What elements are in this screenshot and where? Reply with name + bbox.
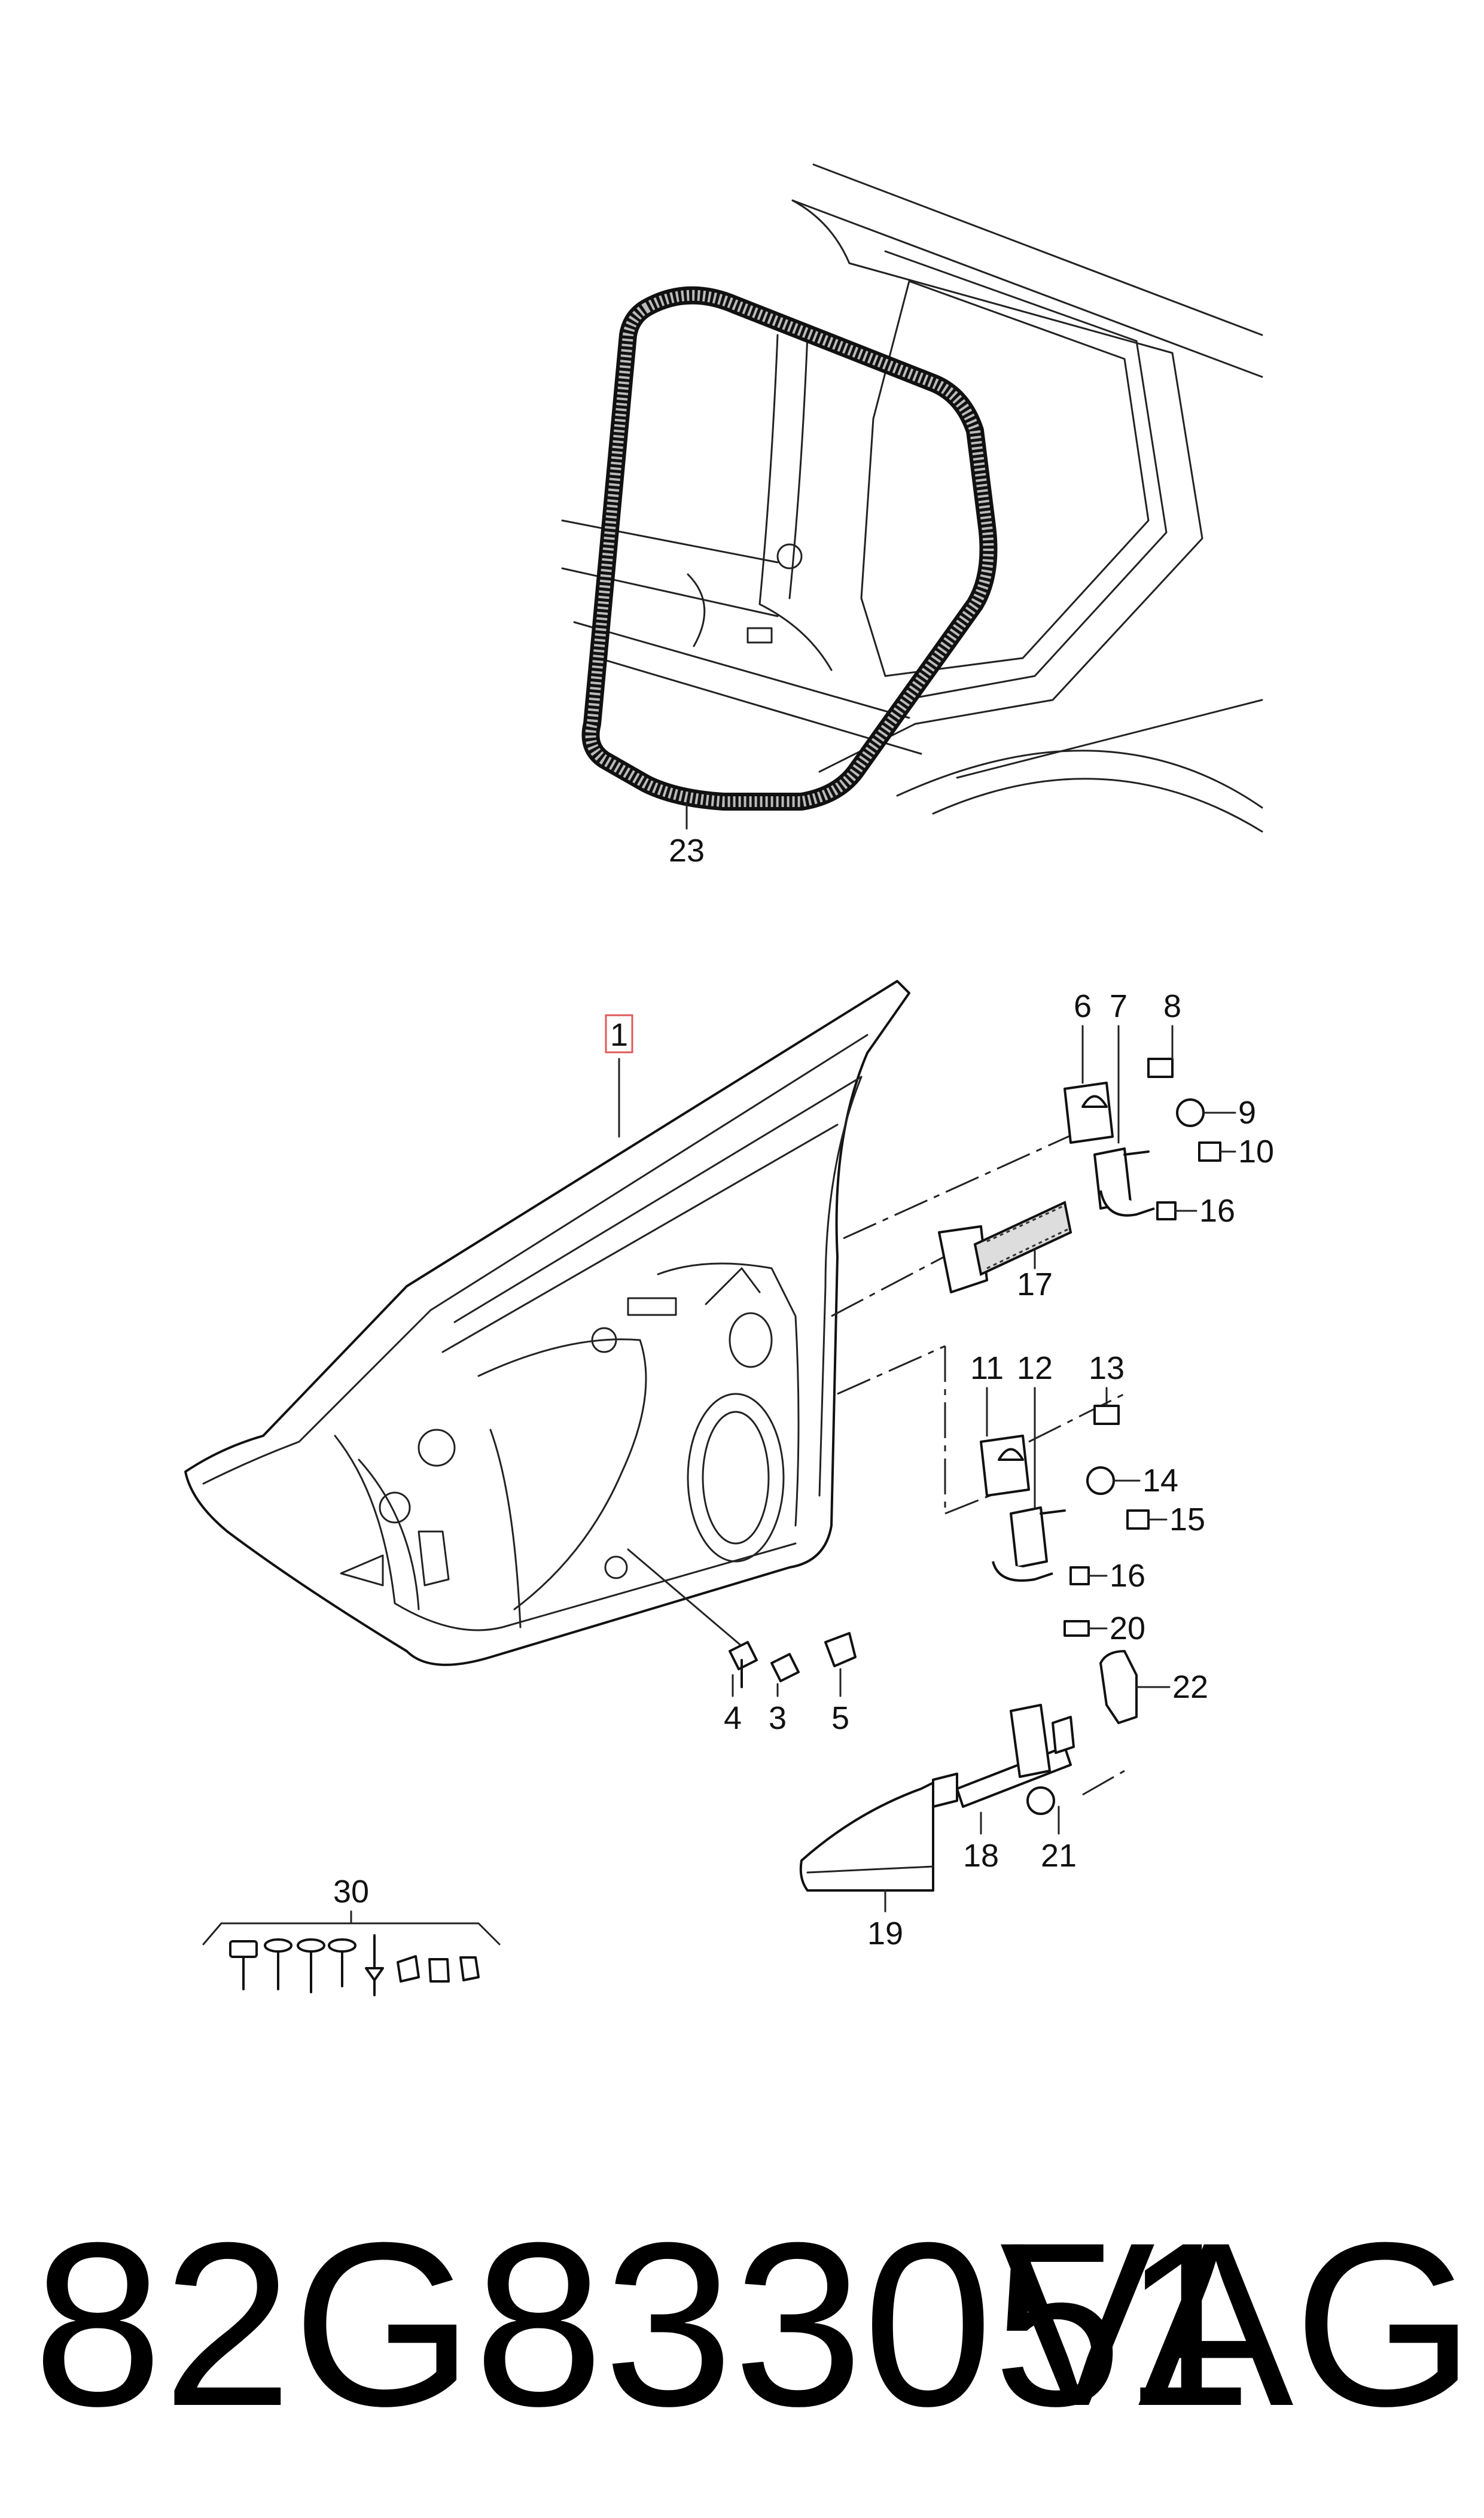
callout-11: 11 (970, 1350, 1004, 1386)
callout-16a: 16 (1199, 1193, 1235, 1229)
door-seal-part-23 (581, 286, 998, 830)
callout-4: 4 (724, 1700, 742, 1736)
callout-22: 22 (1172, 1669, 1208, 1705)
callout-3: 3 (769, 1700, 787, 1736)
callout-18: 18 (963, 1838, 999, 1874)
callout-16b: 16 (1110, 1558, 1145, 1594)
exploded-parts-diagram: 23 1 (184, 163, 1274, 1996)
callout-1-highlight (605, 1014, 633, 1054)
brand-name: VAG (1000, 2194, 1475, 2455)
door-check-spring-part-17 (938, 1201, 1072, 1293)
callout-9: 9 (1238, 1095, 1256, 1131)
body-opening (561, 163, 1263, 833)
callout-13: 13 (1089, 1350, 1125, 1386)
callout-21: 21 (1041, 1838, 1077, 1874)
kit-pin (365, 1934, 384, 1996)
callout-30: 30 (333, 1874, 369, 1910)
kit-clip-3 (459, 1956, 480, 1981)
callout-20: 20 (1110, 1610, 1145, 1646)
callout-6: 6 (1074, 988, 1092, 1024)
kit-screw-4 (328, 1938, 356, 1987)
callout-5: 5 (831, 1700, 849, 1736)
door-check-strap-assembly (799, 1620, 1138, 1892)
callout-1: 1 (610, 1017, 628, 1053)
kit-clip-2 (428, 1958, 450, 1983)
kit-screw-1 (229, 1940, 258, 1990)
callout-8: 8 (1163, 988, 1181, 1024)
footer: 82G833051 VAG (0, 2208, 1484, 2507)
door-shell-part-1 (184, 980, 910, 1666)
callout-15: 15 (1169, 1502, 1205, 1537)
hardware-kit-part-30 (202, 1910, 501, 1996)
fasteners-3-4-5 (729, 1632, 857, 1688)
kit-screw-2 (264, 1938, 292, 1990)
callout-17: 17 (1017, 1266, 1053, 1302)
callout-12: 12 (1017, 1350, 1053, 1386)
upper-hinge-assembly (1064, 1058, 1221, 1220)
kit-clip-1 (397, 1955, 420, 1983)
alignment-lines (831, 1123, 1125, 1796)
callout-19: 19 (867, 1916, 903, 1951)
callout-10: 10 (1238, 1134, 1274, 1170)
lower-hinge-assembly (980, 1405, 1150, 1585)
part-number: 82G833051 (33, 2194, 1253, 2455)
callout-14: 14 (1142, 1463, 1178, 1499)
callout-7: 7 (1110, 988, 1128, 1024)
callout-23: 23 (669, 833, 705, 869)
kit-screw-3 (297, 1938, 325, 1993)
